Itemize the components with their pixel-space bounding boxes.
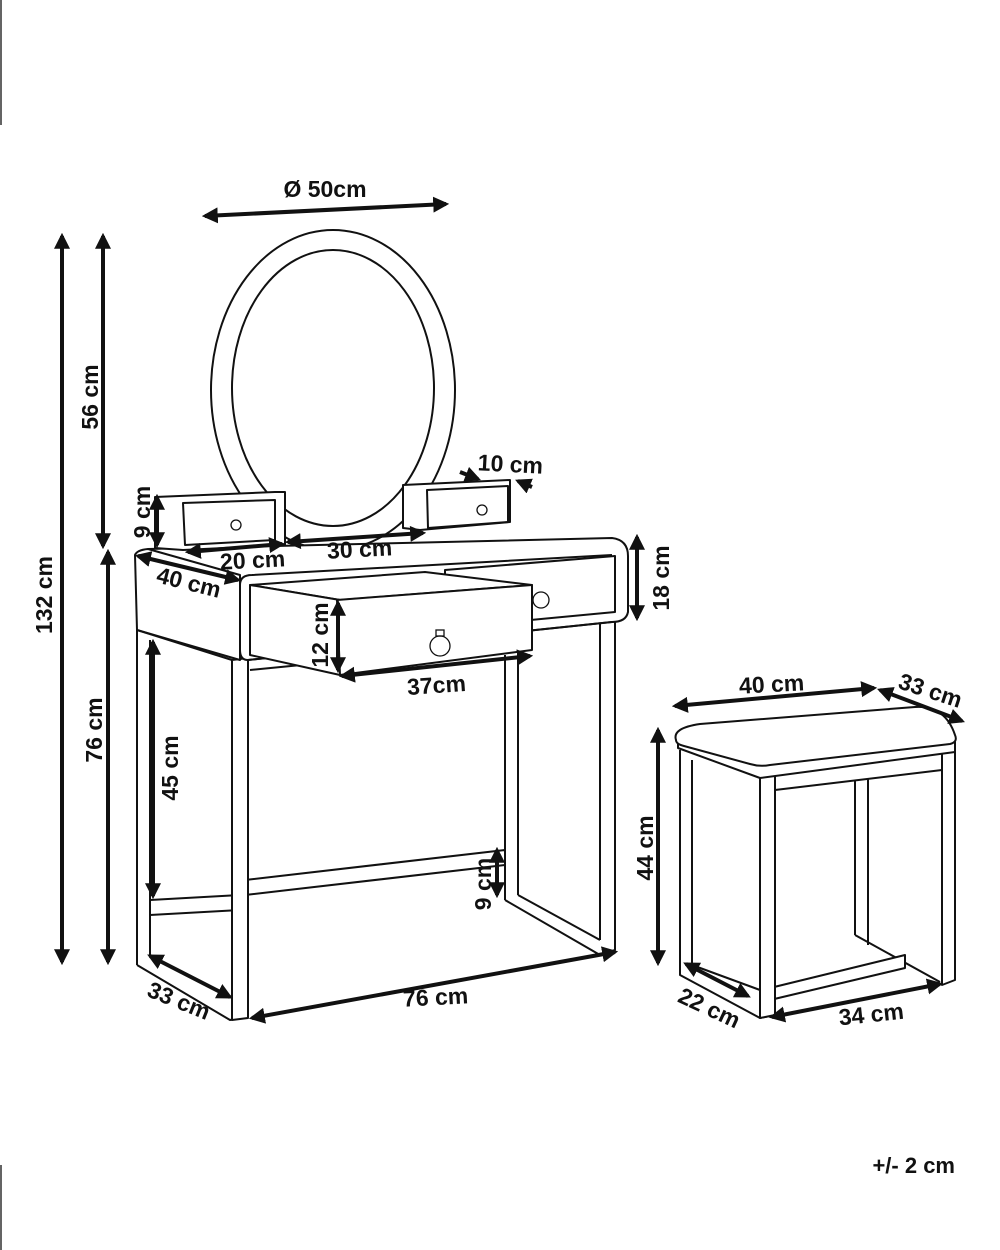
label-width: 76 cm	[402, 982, 468, 1011]
open-drawer-front	[336, 584, 533, 676]
knob-icon	[476, 504, 488, 516]
label-drawer-height: 12 cm	[307, 602, 333, 667]
label-shelf-height: 9 cm	[470, 858, 496, 910]
vanity-table-drawing	[134, 229, 629, 1021]
label-total-height: 132 cm	[31, 556, 57, 634]
label-mirror-diameter: Ø 50cm	[283, 176, 366, 202]
label-stool-width: 40 cm	[738, 669, 804, 698]
label-small-drawer-width: 20 cm	[219, 545, 285, 574]
dimension-arrows	[54, 196, 965, 1024]
label-stool-height: 44 cm	[632, 815, 658, 880]
label-small-drawer-height: 9 cm	[129, 486, 155, 538]
label-small-drawer-depth: 10 cm	[477, 449, 543, 478]
label-mirror-gap: 30 cm	[326, 534, 392, 563]
knob-icon	[230, 519, 242, 531]
stool-drawing	[674, 705, 957, 1019]
label-leg-clearance: 45 cm	[157, 735, 183, 800]
label-drawer-width: 37cm	[406, 670, 466, 700]
label-stool-base-width: 34 cm	[837, 998, 905, 1031]
label-mirror-height: 56 cm	[77, 364, 103, 429]
label-apron-height: 18 cm	[648, 545, 674, 610]
label-table-height: 76 cm	[81, 697, 107, 762]
label-stool-depth: 33 cm	[895, 668, 965, 713]
tolerance-note: +/- 2 cm	[872, 1153, 955, 1178]
